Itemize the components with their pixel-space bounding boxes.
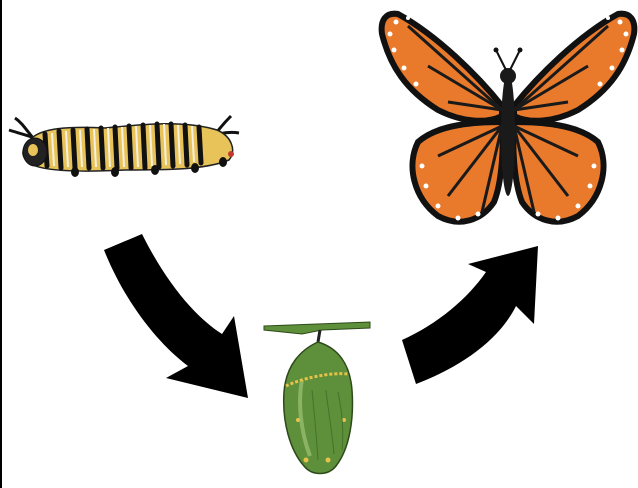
- butterfly-left-forewing: [382, 14, 502, 121]
- butterfly-right-hindwing: [513, 122, 603, 222]
- left-border: [0, 0, 2, 488]
- arrow-caterpillar-to-chrysalis: [100, 230, 260, 410]
- arrow-chrysalis-to-butterfly: [398, 242, 548, 392]
- chrysalis-illustration: [262, 320, 372, 480]
- butterfly-body: [501, 72, 515, 196]
- butterfly-left-hindwing: [412, 122, 502, 222]
- butterfly-right-forewing: [514, 14, 634, 121]
- caterpillar-illustration: [5, 100, 245, 190]
- butterfly-illustration: [378, 6, 638, 236]
